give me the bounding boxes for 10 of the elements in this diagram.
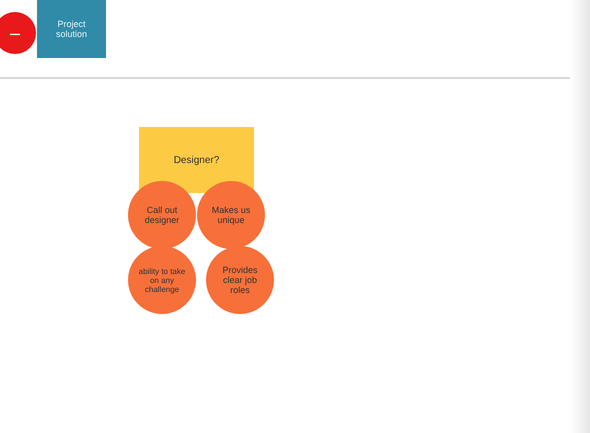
note-text: Makes us unique xyxy=(210,205,252,225)
note-text: Project solution xyxy=(54,19,88,39)
note-text: Designer? xyxy=(174,154,220,166)
note-text: Call out designer xyxy=(144,205,180,225)
note-text: Provides clear job roles xyxy=(221,265,258,295)
minus-circle xyxy=(0,12,36,54)
note-text: – xyxy=(10,22,20,44)
sticky-note xyxy=(139,127,254,193)
sticky-note xyxy=(37,0,106,58)
note-text: ability to take on any challenge xyxy=(138,266,186,294)
